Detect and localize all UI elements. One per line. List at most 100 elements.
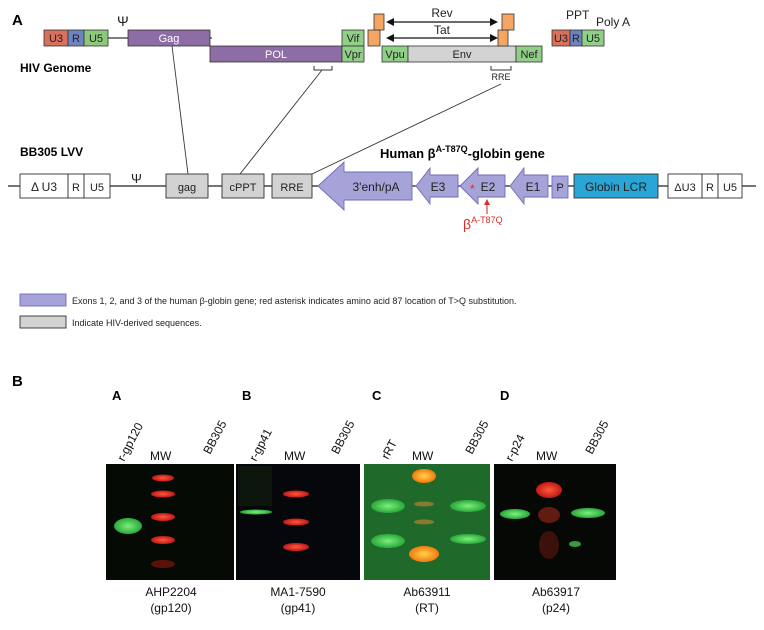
exon-e2-label: E2 bbox=[481, 180, 496, 194]
blot-a-antibody: AHP2204 bbox=[145, 585, 197, 599]
lvv-delta-u3-left bbox=[19, 173, 69, 199]
blot-a-mw-band bbox=[152, 474, 174, 482]
hiv-rev-exon1 bbox=[373, 13, 385, 31]
hiv-rre-label: RRE bbox=[491, 72, 510, 82]
hiv-gag-label: Gag bbox=[159, 33, 180, 45]
blot-a-mw-band bbox=[151, 490, 175, 498]
hiv-tat-exon1 bbox=[367, 29, 381, 47]
lvv-gag-label: gag bbox=[178, 182, 196, 194]
gene-title: Human βA-T87Q-globin gene bbox=[380, 144, 545, 161]
blot-c-mw-band bbox=[414, 519, 434, 525]
blot-a-target: (gp120) bbox=[150, 601, 191, 615]
blot-a-band-rgp120 bbox=[114, 518, 142, 534]
blot-c-band-rrt bbox=[371, 499, 405, 513]
blot-a-lane-2: MW bbox=[150, 449, 172, 463]
legend-swatch-hiv bbox=[19, 315, 67, 329]
hiv-u3-left-label: U3 bbox=[49, 33, 63, 45]
blot-c: C rRT MW BB305 Ab63911 (RT) bbox=[364, 388, 492, 615]
blot-d-lane-2: MW bbox=[536, 449, 558, 463]
blot-b-mw-band bbox=[283, 518, 309, 526]
blot-c-mw-band bbox=[414, 501, 434, 507]
exon-e2 bbox=[459, 166, 506, 206]
blot-d: D r-p24 MW BB305 Ab63917 (p24) bbox=[494, 388, 616, 615]
lvv-delta-u3-right bbox=[667, 173, 703, 199]
hiv-genome-title: HIV Genome bbox=[20, 61, 92, 75]
hiv-psi: Ψ bbox=[117, 13, 129, 29]
legend-text-exon: Exons 1, 2, and 3 of the human β-globin … bbox=[72, 296, 517, 306]
hiv-u5-right-label: U5 bbox=[586, 33, 600, 45]
exon-3enh-pa-label: 3'enh/pA bbox=[353, 180, 400, 194]
blot-b-target: (gp41) bbox=[281, 601, 316, 615]
exon-e3-label: E3 bbox=[431, 180, 446, 194]
lvv-rre bbox=[271, 173, 313, 199]
blot-d-letter: D bbox=[500, 388, 509, 403]
hiv-nef bbox=[515, 45, 543, 63]
lvv-delta-u3-right-label: ΔU3 bbox=[674, 182, 695, 194]
blot-d-membrane bbox=[494, 464, 616, 580]
lvv-u5-left bbox=[83, 173, 111, 199]
lvv-title: BB305 LVV bbox=[20, 145, 83, 159]
lvv-rre-label: RRE bbox=[280, 182, 303, 194]
legend-swatch-exon bbox=[19, 293, 67, 307]
blot-d-mw-band bbox=[539, 531, 559, 559]
blot-a-letter: A bbox=[112, 388, 122, 403]
globin-lcr-label: Globin LCR bbox=[585, 180, 647, 194]
blot-b-lane-1: r-gp41 bbox=[246, 426, 275, 463]
blot-d-target: (p24) bbox=[542, 601, 570, 615]
blot-b-antibody: MA1-7590 bbox=[270, 585, 326, 599]
tat-label: Tat bbox=[434, 23, 451, 37]
lvv-r-left-label: R bbox=[72, 182, 80, 194]
hiv-vif-label: Vif bbox=[347, 33, 361, 45]
blot-d-band-rp24 bbox=[500, 509, 530, 519]
blot-d-mw-band bbox=[538, 507, 560, 523]
blot-b-band-rgp41 bbox=[240, 509, 272, 515]
connector-lines bbox=[171, 45, 502, 175]
mutation-label: βA-T87Q bbox=[463, 215, 503, 232]
blot-c-antibody: Ab63911 bbox=[403, 585, 450, 599]
ppt-label: PPT bbox=[566, 8, 590, 22]
panel-a-letter: A bbox=[12, 12, 23, 29]
blot-d-lane-1: r-p24 bbox=[502, 432, 528, 464]
exon-3enh-pa bbox=[317, 160, 413, 212]
hiv-r-right-label: R bbox=[572, 33, 580, 45]
bb305-lvv: BB305 LVV Ψ Δ U3 R U5 gag cPPT RRE 3'enh… bbox=[8, 144, 756, 232]
blot-a-mw-band bbox=[151, 513, 175, 521]
exon-e3 bbox=[415, 166, 459, 206]
lvv-gag bbox=[165, 173, 209, 199]
blot-d-antibody: Ab63917 bbox=[532, 585, 580, 599]
blot-d-mw-band bbox=[536, 482, 562, 498]
exon-e1-label: E1 bbox=[526, 180, 541, 194]
hiv-env-label: Env bbox=[453, 49, 472, 61]
lvv-u5-right-label: U5 bbox=[723, 182, 737, 194]
blot-b: B r-gp41 MW BB305 MA1-7590 (gp41) bbox=[236, 388, 360, 615]
hiv-u5-left-label: U5 bbox=[89, 33, 103, 45]
hiv-vpu-label: Vpu bbox=[385, 49, 405, 61]
blot-c-lane-2: MW bbox=[412, 449, 434, 463]
rev-label: Rev bbox=[431, 6, 452, 20]
blot-c-letter: C bbox=[372, 388, 382, 403]
hiv-u3-right-label: U3 bbox=[554, 33, 568, 45]
blot-c-band-bb305 bbox=[450, 500, 486, 512]
blot-c-mw-band bbox=[409, 546, 439, 562]
promoter-p bbox=[551, 175, 569, 199]
blot-d-lane-3: BB305 bbox=[582, 418, 611, 457]
lvv-psi: Ψ bbox=[131, 171, 142, 186]
blot-d-band-bb305 bbox=[569, 541, 581, 547]
legend-text-hiv: Indicate HIV-derived sequences. bbox=[72, 318, 202, 328]
hiv-u5-left bbox=[83, 29, 109, 47]
promoter-p-label: P bbox=[556, 182, 563, 194]
exon-e1 bbox=[509, 166, 549, 206]
hiv-rev-exon2 bbox=[501, 13, 515, 31]
blot-c-lane-1: rRT bbox=[378, 437, 400, 462]
hiv-r-left-label: R bbox=[72, 33, 80, 45]
hiv-vpr-label: Vpr bbox=[344, 49, 361, 61]
blot-a-lane-3: BB305 bbox=[200, 418, 229, 457]
blot-c-mw-band bbox=[412, 469, 436, 483]
blot-a-mw-band bbox=[151, 560, 175, 568]
asterisk-marker: * bbox=[470, 182, 475, 196]
lvv-u5-right bbox=[717, 173, 743, 199]
blot-c-band-bb305 bbox=[450, 534, 486, 544]
lvv-r-right-label: R bbox=[706, 182, 714, 194]
hiv-vpr bbox=[341, 45, 365, 63]
